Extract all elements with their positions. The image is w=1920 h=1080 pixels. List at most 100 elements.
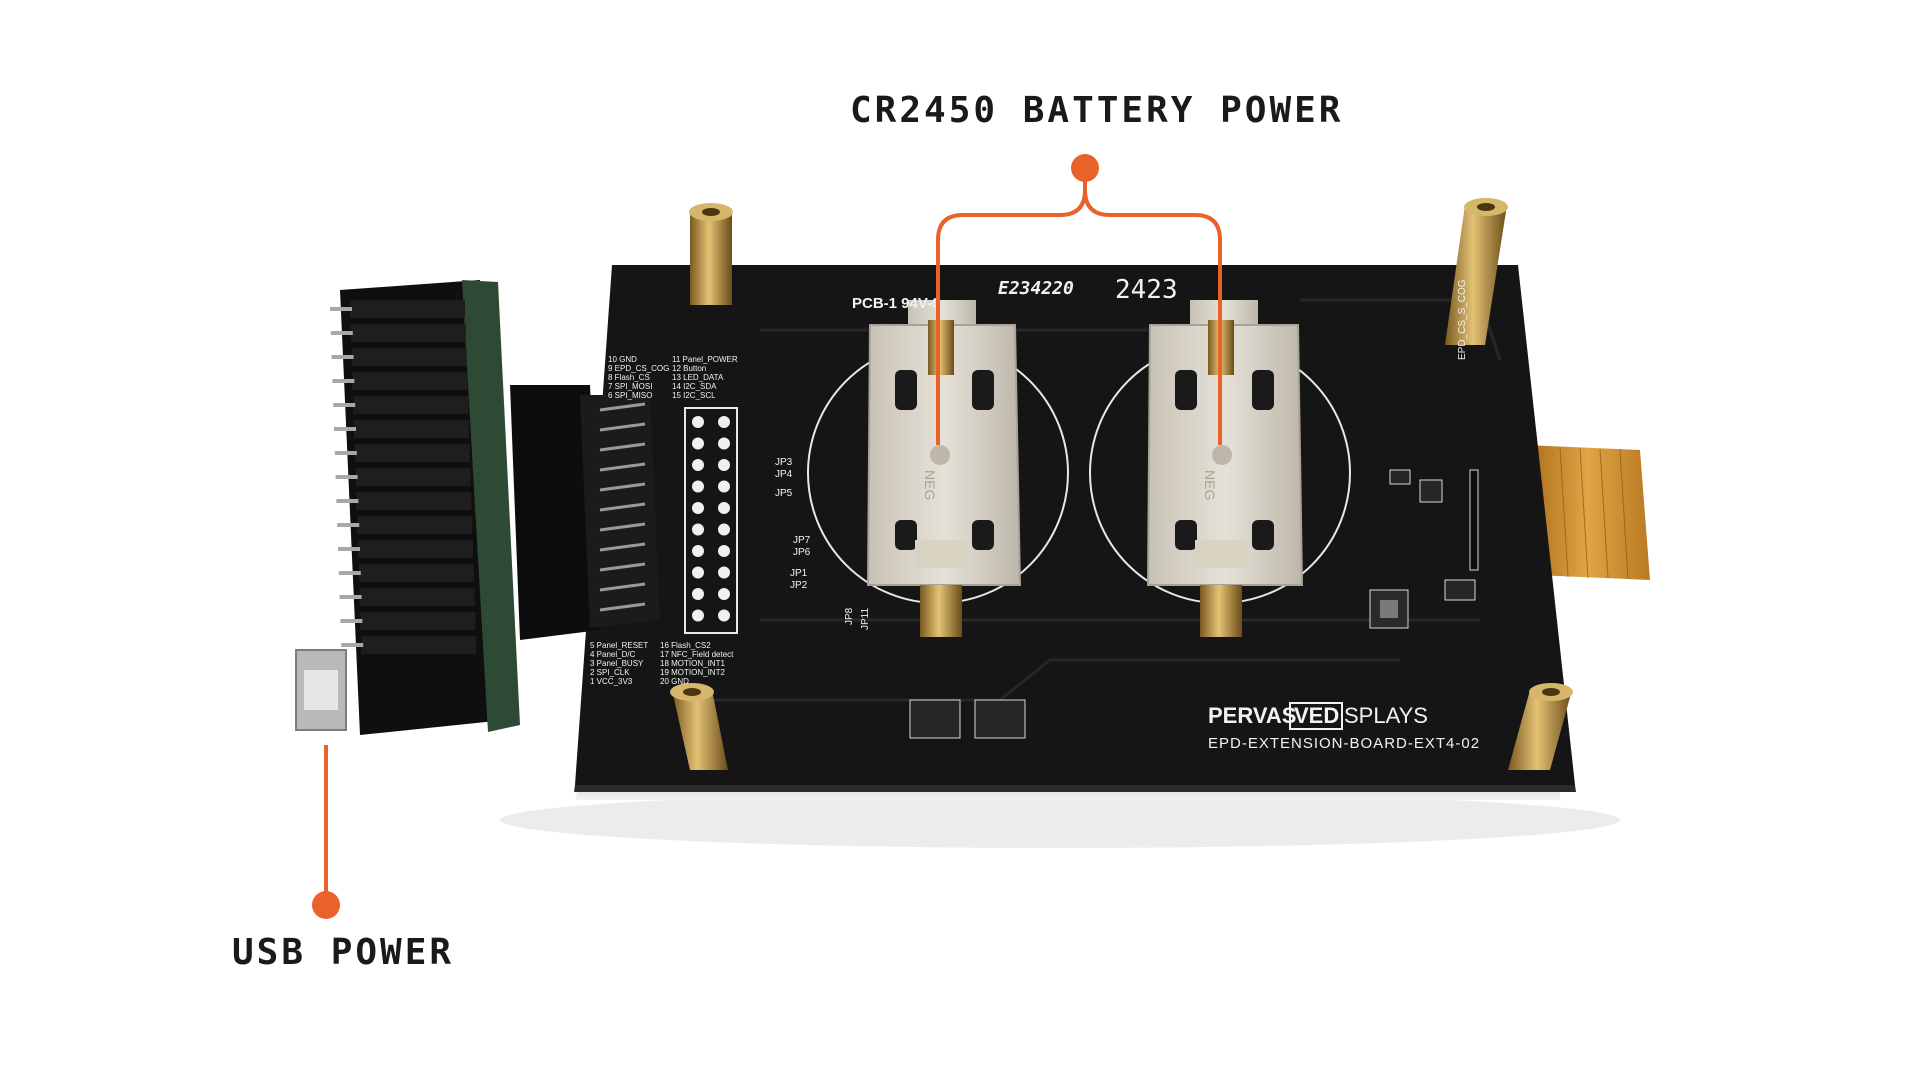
header-pin-hole <box>718 588 730 600</box>
header-pin-hole <box>692 459 704 471</box>
adapter-socket-row <box>360 612 476 630</box>
smd-components <box>909 469 1479 739</box>
header-pin <box>599 462 646 472</box>
svg-text:JP8: JP8 <box>844 607 855 625</box>
svg-text:13 LED_DATA: 13 LED_DATA <box>672 373 724 382</box>
svg-text:10 GND: 10 GND <box>608 355 637 364</box>
svg-text:JP7: JP7 <box>793 535 811 546</box>
adapter-socket-row <box>353 396 469 414</box>
svg-text:9 EPD_CS_COG: 9 EPD_CS_COG <box>608 364 669 373</box>
header-pin <box>599 582 646 592</box>
svg-text:8 Flash_CS: 8 Flash_CS <box>608 373 650 382</box>
svg-text:JP1: JP1 <box>790 568 808 579</box>
jumper-labels: JP3 JP4 JP5 JP7 JP6 JP1 JP2 JP8 JP11 <box>775 457 871 630</box>
pin-table-top: 10 GND 9 EPD_CS_COG 8 Flash_CS 7 SPI_MOS… <box>608 355 738 400</box>
svg-text:4 Panel_D/C: 4 Panel_D/C <box>590 650 636 659</box>
board-shadow <box>500 792 1620 848</box>
adapter-socket-row <box>358 564 474 582</box>
usb-power-label: USB POWER <box>232 932 455 973</box>
adapter-socket-row <box>356 492 472 510</box>
header-pin-hole <box>692 437 704 450</box>
header-pin <box>599 542 646 552</box>
usb-adapter <box>295 280 520 735</box>
svg-text:6 SPI_MISO: 6 SPI_MISO <box>608 391 652 400</box>
svg-text:16 Flash_CS2: 16 Flash_CS2 <box>660 641 711 650</box>
svg-text:VED: VED <box>1294 703 1339 728</box>
pcb-edge <box>574 785 1576 792</box>
adapter-socket-row <box>354 444 470 462</box>
svg-text:20 GND: 20 GND <box>660 677 689 686</box>
header-pin-hole <box>718 523 730 536</box>
svg-text:PERVAS: PERVAS <box>1208 703 1296 728</box>
svg-text:19 MOTION_INT2: 19 MOTION_INT2 <box>660 668 725 677</box>
svg-text:18 MOTION_INT1: 18 MOTION_INT1 <box>660 659 725 668</box>
cog-label: EPD_CS_S_COG <box>1457 279 1468 360</box>
header-pin <box>599 562 646 572</box>
svg-text:JP4: JP4 <box>775 469 793 480</box>
header-pin-hole <box>718 502 730 514</box>
battery-power-label: CR2450 BATTERY POWER <box>850 90 1344 131</box>
svg-text:14 I2C_SDA: 14 I2C_SDA <box>672 382 717 391</box>
svg-text:3 Panel_BUSY: 3 Panel_BUSY <box>590 659 644 668</box>
svg-text:SPLAYS: SPLAYS <box>1344 703 1428 728</box>
header-pin-hole <box>692 609 704 622</box>
header-pin-hole <box>718 566 730 579</box>
header-pin <box>599 522 646 532</box>
header-pin <box>599 402 646 412</box>
adapter-socket-row <box>354 420 469 438</box>
header-pin <box>599 422 646 432</box>
svg-text:JP5: JP5 <box>775 488 793 499</box>
standoff-top-left <box>689 203 733 305</box>
standoff-bottom-left <box>670 683 728 770</box>
svg-text:5 Panel_RESET: 5 Panel_RESET <box>590 641 648 650</box>
svg-text:JP3: JP3 <box>775 457 793 468</box>
svg-text:17 NFC_Field detect: 17 NFC_Field detect <box>660 650 734 659</box>
adapter-socket-row <box>350 300 465 318</box>
battery-callout-dot <box>1071 154 1099 182</box>
svg-text:11 Panel_POWER: 11 Panel_POWER <box>672 355 738 364</box>
header-pin-hole <box>692 566 704 579</box>
adapter-socket-row <box>351 348 467 366</box>
header-pin-hole <box>692 545 704 557</box>
header-pin <box>599 482 646 492</box>
header-pin-hole <box>718 459 730 471</box>
header-pin-hole <box>718 609 730 622</box>
svg-text:1 VCC_3V3: 1 VCC_3V3 <box>590 677 633 686</box>
header-pin-hole <box>692 588 704 600</box>
header-pin-hole <box>692 416 704 428</box>
svg-text:12 Button: 12 Button <box>672 364 706 373</box>
svg-text:7 SPI_MOSI: 7 SPI_MOSI <box>608 382 652 391</box>
adapter-socket-row <box>361 636 477 654</box>
header-pin-hole <box>718 416 730 428</box>
header-pin-hole <box>692 502 704 514</box>
svg-text:JP6: JP6 <box>793 547 811 558</box>
adapter-socket-row <box>352 372 468 390</box>
connector-block <box>510 385 660 640</box>
board-model: EPD-EXTENSION-BOARD-EXT4-02 <box>1208 735 1480 752</box>
standoff-bottom-right <box>1508 683 1573 770</box>
svg-text:2 SPI_CLK: 2 SPI_CLK <box>590 668 630 677</box>
usb-callout-leader <box>312 745 340 919</box>
adapter-socket-row <box>359 588 475 606</box>
flex-cable-traces <box>1559 446 1629 580</box>
svg-text:NEG: NEG <box>1202 470 1218 500</box>
brand-logo: PERVAS VED SPLAYS <box>1208 702 1428 730</box>
svg-text:JP11: JP11 <box>860 608 871 630</box>
battery-holder-right: NEG <box>1146 300 1304 637</box>
standoff-top-right <box>1445 198 1508 345</box>
pin-table-bottom: 5 Panel_RESET 4 Panel_D/C 3 Panel_BUSY 2… <box>590 641 734 686</box>
adapter-socket-row <box>357 516 473 534</box>
header-pin <box>599 502 646 512</box>
header-pin-hole <box>692 480 704 493</box>
header-pin-hole <box>692 523 704 536</box>
header-pin <box>599 602 646 612</box>
adapter-socket-row <box>358 540 473 558</box>
flex-cable <box>1525 445 1650 580</box>
header-pin-hole <box>718 437 730 450</box>
svg-text:15 I2C_SCL: 15 I2C_SCL <box>672 391 716 400</box>
pcb-mark: PCB-1 94V-0 <box>852 295 940 312</box>
header-pin-hole <box>718 545 730 557</box>
pin-header-j3 <box>684 407 738 634</box>
